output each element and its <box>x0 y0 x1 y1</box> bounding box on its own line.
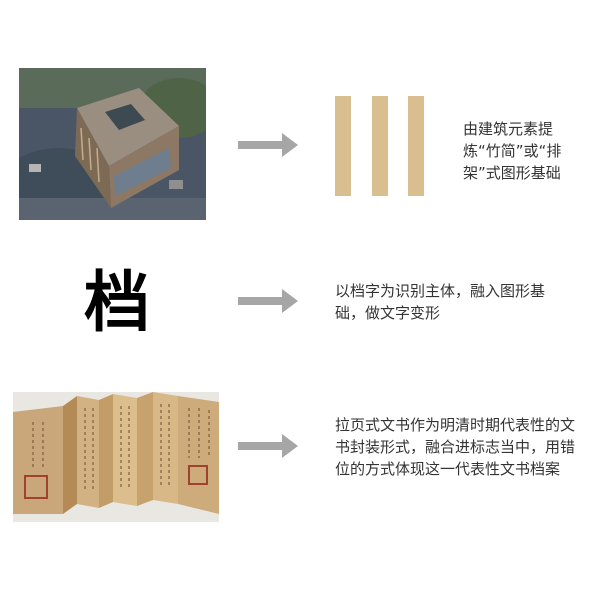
arrow-right-icon <box>238 289 298 313</box>
row-2-description: 以档字为识别主体，融入图形基础，做文字变形 <box>335 282 546 322</box>
bamboo-slip-bar <box>372 96 388 196</box>
bamboo-slip-bar <box>335 96 351 196</box>
accordion-book-photo <box>13 392 219 522</box>
dang-character: 档 <box>84 264 150 341</box>
bamboo-slip-bar <box>408 96 424 196</box>
arrow-right-icon <box>238 434 298 458</box>
row-3-description: 拉页式文书作为明清时期代表性的文书封装形式，融合进标志当中，用错位的方式体现这一… <box>335 416 576 478</box>
arrow-right-icon <box>238 133 298 157</box>
row-1-description: 由建筑元素提炼“竹简”或“排架”式图形基础 <box>463 120 562 182</box>
building-photo <box>19 68 206 220</box>
